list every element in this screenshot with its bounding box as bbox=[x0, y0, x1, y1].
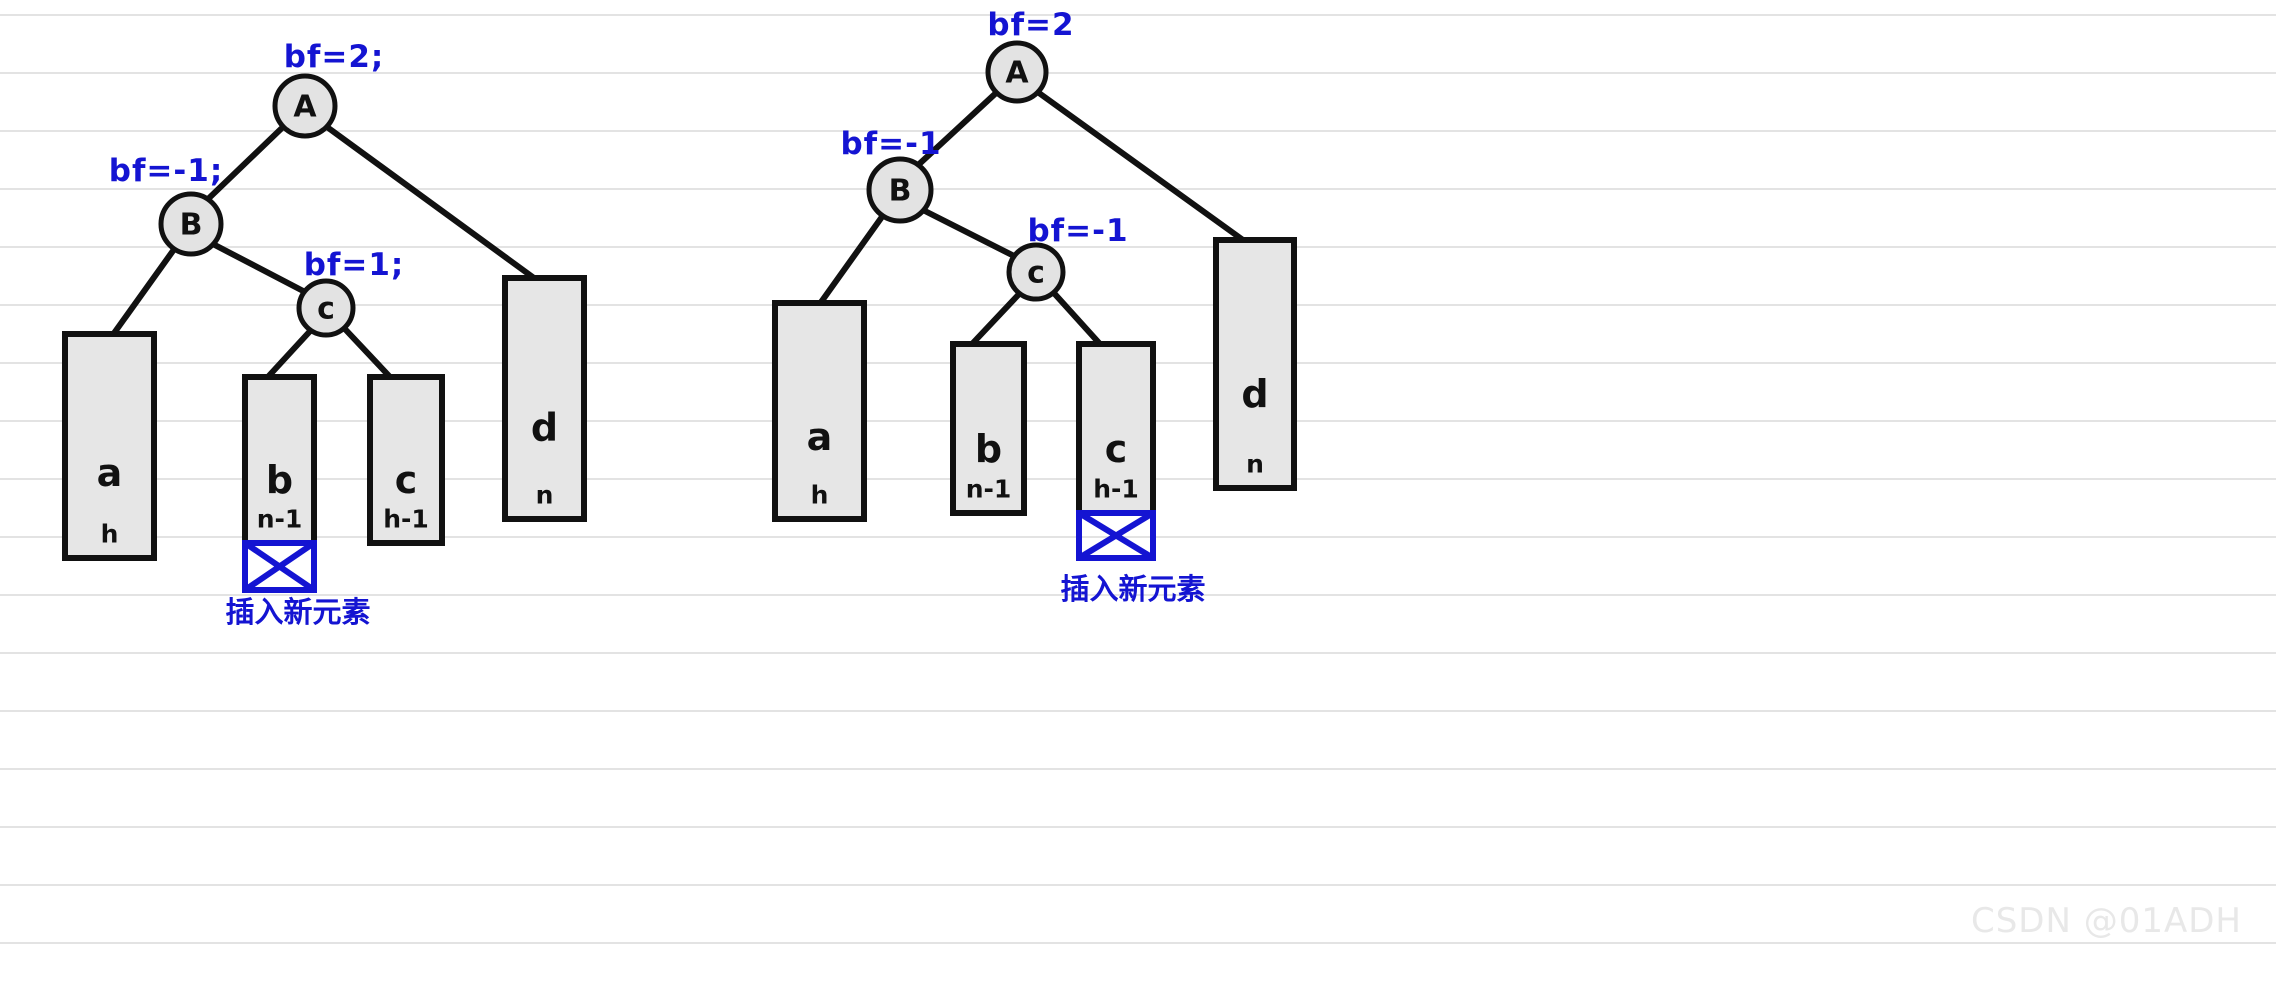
node-B[interactable] bbox=[866, 156, 934, 224]
balance-factor-C: bf=1; bbox=[304, 247, 405, 283]
balance-factor-B: bf=-1 bbox=[840, 126, 941, 162]
node-label-A: A bbox=[293, 90, 317, 125]
subtree-label-b: b bbox=[975, 427, 1002, 471]
subtree-height-b: n-1 bbox=[966, 475, 1012, 504]
subtree-label-a: a bbox=[807, 415, 833, 459]
subtree-box-b[interactable] bbox=[950, 341, 1027, 516]
balance-factor-B: bf=-1; bbox=[109, 153, 224, 189]
edge-A-d bbox=[324, 124, 537, 281]
subtree-label-b: b bbox=[266, 458, 293, 502]
subtree-height-c: h-1 bbox=[383, 505, 429, 534]
inserted-element-cross bbox=[243, 540, 316, 593]
edge-B-C bbox=[918, 206, 1019, 260]
subtree-height-d: n bbox=[536, 481, 554, 510]
subtree-height-a: h bbox=[811, 481, 829, 510]
node-label-C: c bbox=[1027, 256, 1045, 291]
edge-C-b bbox=[263, 326, 315, 382]
edge-B-C bbox=[208, 240, 310, 296]
inserted-element-box[interactable] bbox=[1076, 510, 1156, 561]
subtree-label-d: d bbox=[1241, 372, 1268, 416]
subtree-label-c: c bbox=[1105, 427, 1128, 471]
node-label-C: c bbox=[317, 292, 335, 327]
inserted-element-box[interactable] bbox=[242, 540, 317, 593]
subtree-label-a: a bbox=[97, 451, 123, 495]
inserted-element-cross bbox=[1077, 510, 1155, 561]
subtree-label-d: d bbox=[531, 405, 558, 449]
node-C[interactable] bbox=[1006, 242, 1066, 302]
edge-C-c bbox=[1050, 289, 1103, 347]
edge-A-B bbox=[913, 90, 999, 170]
node-label-B: B bbox=[180, 208, 203, 243]
inserted-element-caption: 插入新元素 bbox=[225, 595, 370, 629]
node-label-A: A bbox=[1005, 56, 1029, 91]
edge-A-d bbox=[1036, 90, 1246, 243]
subtree-height-b: n-1 bbox=[257, 505, 303, 534]
inserted-element-caption: 插入新元素 bbox=[1060, 572, 1205, 606]
edge-C-b bbox=[969, 289, 1024, 347]
subtree-box-d[interactable] bbox=[1213, 237, 1297, 491]
subtree-box-d[interactable] bbox=[502, 275, 587, 522]
subtree-height-c: h-1 bbox=[1093, 475, 1139, 504]
balance-factor-C: bf=-1 bbox=[1027, 213, 1128, 249]
subtree-height-d: n bbox=[1246, 450, 1264, 479]
edge-B-a bbox=[109, 245, 178, 339]
balance-factor-A: bf=2; bbox=[284, 39, 385, 75]
node-A[interactable] bbox=[272, 73, 338, 139]
subtree-box-a[interactable] bbox=[772, 300, 867, 522]
node-C[interactable] bbox=[296, 278, 356, 338]
subtree-box-c[interactable] bbox=[367, 374, 445, 546]
watermark: CSDN @01ADH bbox=[1970, 901, 2242, 941]
subtree-height-a: h bbox=[101, 520, 119, 549]
node-label-B: B bbox=[889, 174, 912, 209]
tree-left: ah b n-1 c h-1 d n Abf=2; Bbf=-1; c bf=1; 插入新元素 bbox=[62, 39, 587, 629]
edge-A-B bbox=[204, 124, 286, 203]
balance-factor-A: bf=2 bbox=[987, 7, 1074, 43]
edge-C-c bbox=[341, 325, 394, 381]
subtree-box-a[interactable] bbox=[62, 331, 157, 561]
node-B[interactable] bbox=[158, 191, 224, 257]
edge-B-a bbox=[816, 211, 887, 308]
subtree-label-c: c bbox=[395, 458, 418, 502]
node-A[interactable] bbox=[985, 40, 1049, 104]
